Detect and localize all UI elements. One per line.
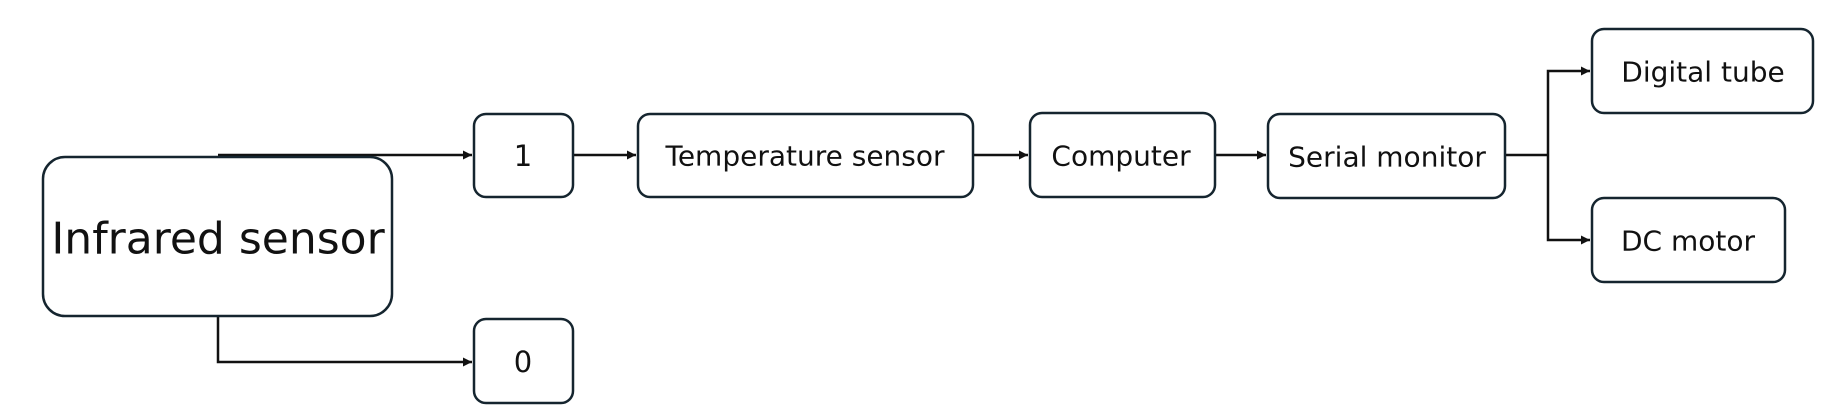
node-label: 0 (514, 345, 532, 379)
node-label: 1 (514, 139, 532, 173)
node-box (1266, 112, 1507, 200)
edge-serial-to-motor (1546, 155, 1590, 245)
node-label: Infrared sensor (51, 214, 385, 265)
node-digital-tube: Digital tube (1590, 27, 1815, 115)
node-label: Serial monitor (1288, 141, 1486, 174)
node-temperature-sensor: Temperature sensor (636, 112, 975, 199)
node-box (1590, 196, 1787, 284)
edge-infrared-to-zero (216, 317, 472, 367)
node-zero: 0 (472, 317, 575, 405)
node-box (41, 155, 394, 318)
node-one: 1 (472, 112, 575, 199)
node-label: Temperature sensor (664, 140, 945, 173)
node-serial-monitor: Serial monitor (1266, 112, 1507, 200)
node-box (472, 317, 575, 405)
edges (216, 66, 1590, 367)
node-label: DC motor (1621, 225, 1756, 258)
node-box (472, 112, 575, 199)
node-box (1590, 27, 1815, 115)
node-box (636, 112, 975, 199)
node-label: Digital tube (1621, 56, 1784, 89)
node-box (1028, 111, 1217, 199)
node-computer: Computer (1028, 111, 1217, 199)
edge-serial-to-digital (1546, 66, 1590, 155)
node-dc-motor: DC motor (1590, 196, 1787, 284)
node-label: Computer (1051, 140, 1191, 173)
node-infrared-sensor: Infrared sensor (41, 155, 394, 318)
